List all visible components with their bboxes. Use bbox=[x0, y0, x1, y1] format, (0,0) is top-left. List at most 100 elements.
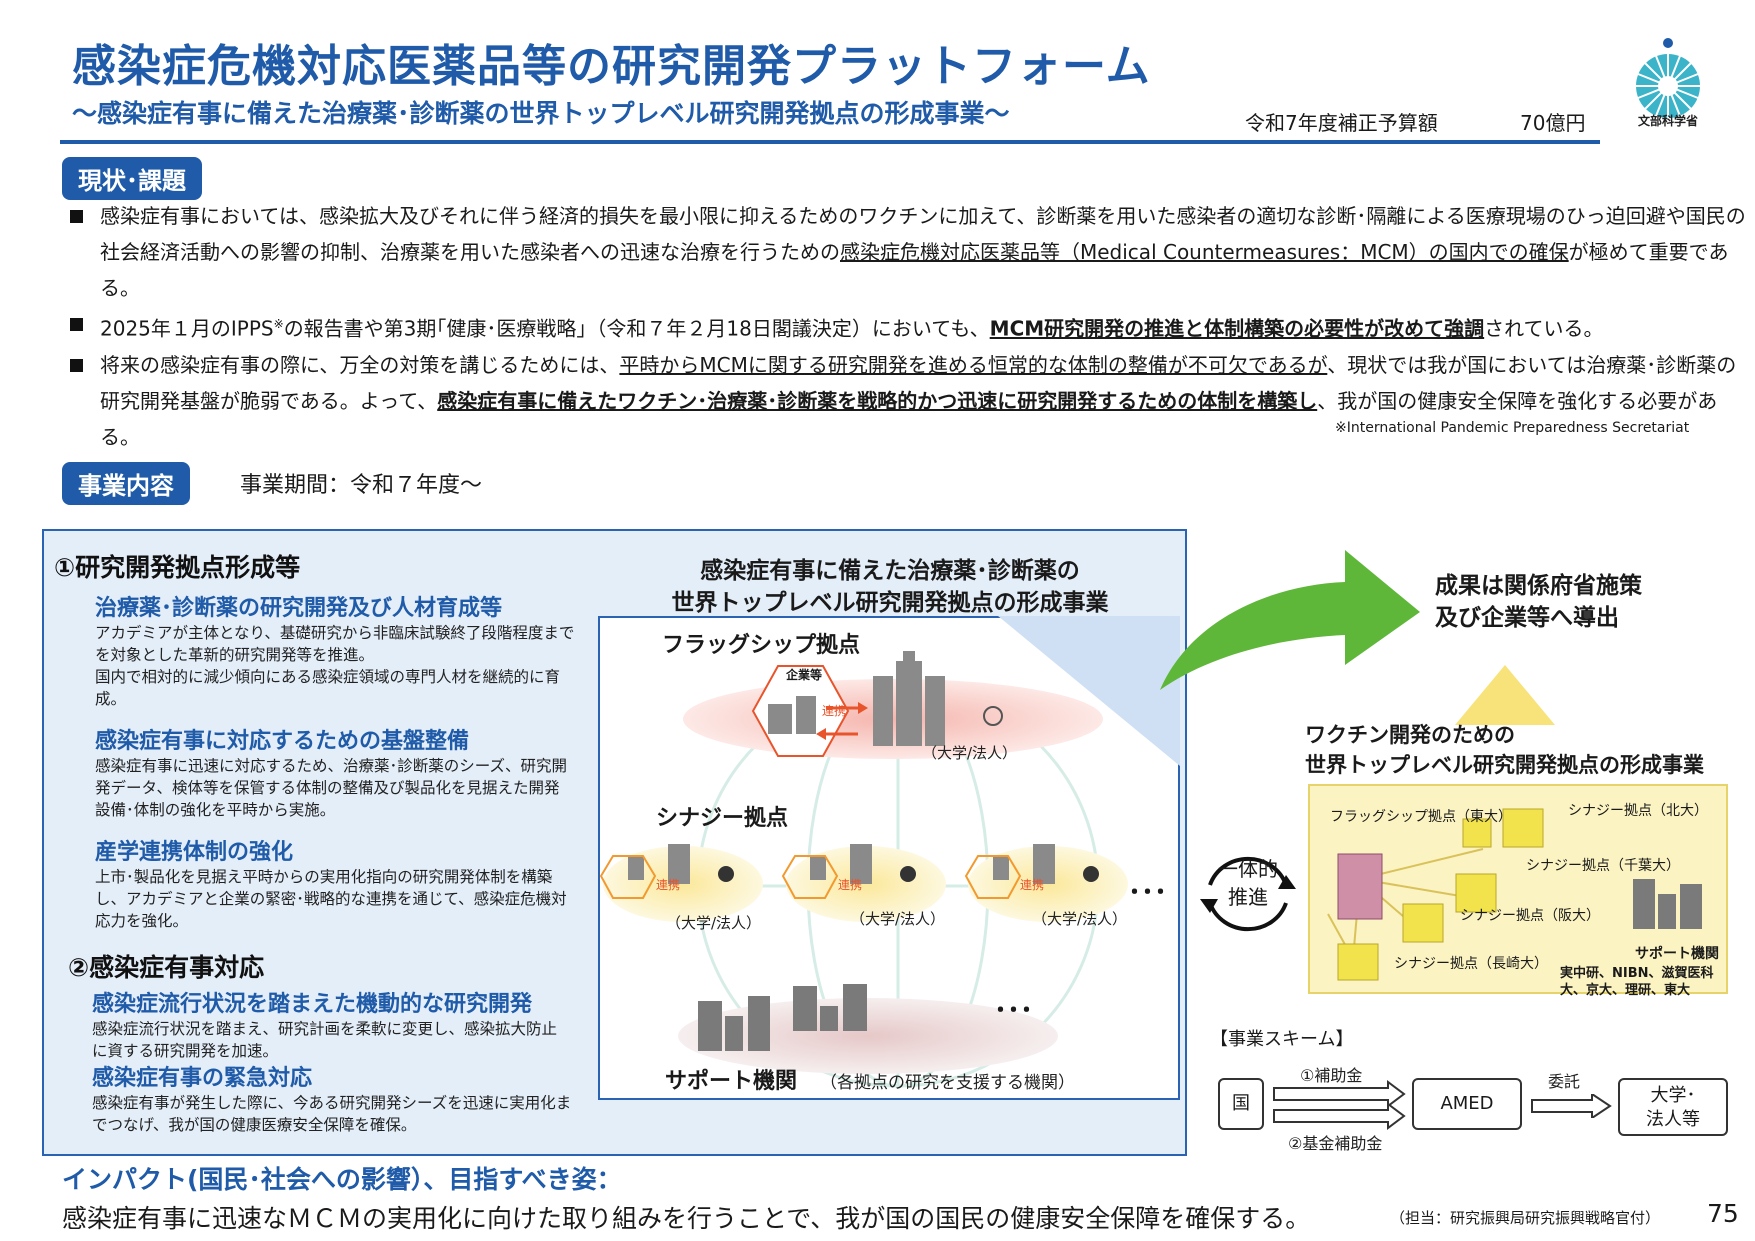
status-bullet-1: 感染症有事においては、感染拡大及びそれに伴う経済的損失を最小限に抑えるためのワク… bbox=[70, 198, 1750, 306]
flagship-univ-caption: （大学/法人） bbox=[922, 744, 1018, 762]
text: 、我が国の健康安全保障を強化する必要がある。 bbox=[100, 388, 1718, 449]
budget-value: 70億円 bbox=[1520, 111, 1586, 135]
vaccine-synergy-hokkaido: シナジー拠点（北大） bbox=[1568, 803, 1708, 819]
synergy-building-icons bbox=[628, 844, 1055, 884]
scheme-title: 【事業スキーム】 bbox=[1210, 1029, 1354, 1050]
emphasis-text: MCM研究開発の推進と体制構築の必要性が改めて強調 bbox=[989, 316, 1485, 341]
status-bullet-3: 将来の感染症有事の際に、万全の対策を講じるためには、平時からMCMに関する研究開… bbox=[70, 347, 1750, 455]
pyramid-icon bbox=[1455, 665, 1555, 725]
title-divider bbox=[60, 140, 1600, 144]
support-building-icons bbox=[698, 984, 867, 1051]
center-title-line-1: 感染症有事に備えた治療薬･診断薬の bbox=[700, 558, 1080, 584]
emphasis-text: 感染症有事に備えたワクチン･治療薬･診断薬を戦略的かつ迅速に研究開発するための体… bbox=[437, 388, 1318, 413]
center-diagram-graphic bbox=[599, 616, 1180, 1088]
contact-note: （担当：研究振興局研究振興戦略官付） bbox=[1390, 1209, 1661, 1227]
section-2-heading: ②感染症有事対応 bbox=[68, 953, 265, 982]
synergy-ellipsis: ･･･ bbox=[1128, 878, 1168, 908]
scheme-grant-1: ①補助金 bbox=[1300, 1066, 1363, 1085]
status-bullets: 感染症有事においては、感染拡大及びそれに伴う経済的損失を最小限に抑えるためのワク… bbox=[70, 198, 1750, 455]
vaccine-title: ワクチン開発のための 世界トップレベル研究開発拠点の形成事業 bbox=[1305, 720, 1704, 780]
business-period: 事業期間：令和７年度～ bbox=[240, 473, 483, 498]
item-2-text: 感染症有事に迅速に対応するため、治療薬･診断薬のシーズ、研究開発データ、検体等を… bbox=[95, 757, 567, 819]
text: が極めて重要である。 bbox=[100, 240, 1729, 300]
scheme-entrust: 委託 bbox=[1548, 1072, 1581, 1091]
center-title: 感染症有事に備えた治療薬･診断薬の 世界トップレベル研究開発拠点の形成事業 bbox=[630, 555, 1150, 619]
item-1-heading: 治療薬･診断薬の研究開発及び人材育成等 bbox=[95, 596, 503, 621]
integrated-line-2: 推進 bbox=[1228, 885, 1268, 909]
impact-heading: インパクト(国民･社会への影響）、目指すべき姿： bbox=[62, 1165, 622, 1194]
scheme-recipient-line-2: 法人等 bbox=[1646, 1109, 1700, 1130]
underlined-text: 感染症危機対応医薬品等（Medical Countermeasures：MCM）… bbox=[840, 240, 1569, 264]
scheme-grant-arrows-icon bbox=[1273, 1080, 1406, 1130]
underlined-text: 平時からMCMに関する研究開発を進める恒常的な体制の整備が不可欠であるが bbox=[619, 352, 1328, 377]
company-building-icon bbox=[768, 696, 816, 734]
scheme-recipient-box: 大学･ 法人等 bbox=[1618, 1078, 1728, 1136]
page-subtitle: ～感染症有事に備えた治療薬･診断薬の世界トップレベル研究開発拠点の形成事業～ bbox=[72, 99, 1010, 128]
synergy-researcher-icons bbox=[718, 866, 1099, 882]
synergy-label: シナジー拠点 bbox=[656, 806, 789, 831]
support-label: サポート機関 bbox=[665, 1069, 798, 1094]
text: 、現状では我が国においては治療薬･診断薬の研究開発基盤が脆弱である。よって、 bbox=[100, 352, 1737, 413]
item-1-text-b: 国内で相対的に減少傾向にある感染症領域の専門人材を継続的に育成。 bbox=[95, 668, 561, 708]
page-title: 感染症危機対応医薬品等の研究開発プラットフォーム bbox=[72, 41, 1151, 92]
export-arrow-icon bbox=[1160, 550, 1420, 690]
synergy-link-label-3: 連携 bbox=[1020, 878, 1045, 892]
item-5-heading: 感染症有事の緊急対応 bbox=[92, 1066, 313, 1091]
ministry-name: 文部科学省 bbox=[1637, 114, 1698, 128]
vaccine-support-list-1: 実中研、NIBN、滋賀医科 bbox=[1560, 966, 1714, 981]
company-label: 企業等 bbox=[786, 668, 823, 682]
item-4-heading: 感染症流行状況を踏まえた機動的な研究開発 bbox=[92, 992, 533, 1017]
scheme-grant-2: ②基金補助金 bbox=[1288, 1134, 1383, 1153]
item-5-text: 感染症有事が発生した際に、今ある研究開発シーズを迅速に実用化までつなげ、我が国の… bbox=[92, 1094, 572, 1134]
link-label: 連携 bbox=[822, 704, 847, 718]
result-line-1: 成果は関係府省施策 bbox=[1435, 573, 1642, 599]
item-2-heading: 感染症有事に対応するための基盤整備 bbox=[95, 729, 470, 754]
vaccine-support-label: サポート機関 bbox=[1635, 946, 1719, 962]
text: 将来の感染症有事の際に、万全の対策を講じるためには、 bbox=[100, 352, 620, 377]
item-3-text: 上市･製品化を見据え平時からの実用化指向の研究開発体制を構築し、アカデミアと企業… bbox=[95, 868, 567, 930]
scheme-amed-box: AMED bbox=[1412, 1078, 1522, 1130]
page-number: 75 bbox=[1707, 1199, 1739, 1228]
vaccine-synergy-icons bbox=[1337, 808, 1544, 981]
right-graphics bbox=[1160, 550, 1555, 725]
synergy-link-label-2: 連携 bbox=[838, 878, 863, 892]
synergy-univ-caption-1: （大学/法人） bbox=[666, 914, 762, 932]
vaccine-title-line-2: 世界トップレベル研究開発拠点の形成事業 bbox=[1305, 753, 1704, 777]
status-heading: 現状･課題 bbox=[62, 157, 202, 200]
scheme-country-box: 国 bbox=[1218, 1078, 1264, 1130]
item-3-heading: 産学連携体制の強化 bbox=[95, 840, 294, 865]
researcher-icon bbox=[983, 706, 1003, 726]
support-ellipse bbox=[678, 998, 1058, 1074]
synergy-univ-caption-3: （大学/法人） bbox=[1032, 910, 1128, 928]
flagship-university-icon bbox=[873, 651, 945, 746]
corner-accent bbox=[998, 616, 1180, 766]
status-bullet-2: 2025年１月のIPPS※の報告書や第3期｢健康･医療戦略｣（令和７年２月18日… bbox=[70, 306, 1750, 347]
support-note: （各拠点の研究を支援する機関） bbox=[820, 1073, 1075, 1093]
footnote: ※International Pandemic Preparedness Sec… bbox=[1335, 420, 1690, 436]
impact-text: 感染症有事に迅速なＭＣＭの実用化に向けた取り組みを行うことで、我が国の国民の健康… bbox=[62, 1204, 1311, 1233]
text: 2025年１月のIPPS bbox=[100, 316, 274, 341]
vaccine-flagship-label: フラッグシップ拠点（東大） bbox=[1330, 809, 1512, 825]
text: の報告書や第3期｢健康･医療戦略｣（令和７年２月18日閣議決定）においても、 bbox=[283, 316, 990, 341]
vaccine-support-list-2: 大、京大、理研、東大 bbox=[1560, 983, 1691, 998]
synergy-univ-caption-2: （大学/法人） bbox=[850, 910, 946, 928]
text: されている。 bbox=[1484, 316, 1604, 341]
footnote-mark: ※ bbox=[273, 317, 284, 331]
synergy-link-label-1: 連携 bbox=[656, 878, 681, 892]
result-line-2: 及び企業等へ導出 bbox=[1435, 605, 1619, 631]
item-1-text-a: アカデミアが主体となり、基礎研究から非臨床試験終了段階程度までを対象とした革新的… bbox=[95, 624, 575, 664]
budget-label: 令和7年度補正予算額 bbox=[1245, 111, 1438, 135]
ministry-logo-icon bbox=[1636, 38, 1700, 118]
center-title-line-2: 世界トップレベル研究開発拠点の形成事業 bbox=[671, 590, 1109, 616]
flagship-label: フラッグシップ拠点 bbox=[662, 633, 861, 658]
scheme-recipient-line-1: 大学･ bbox=[1650, 1085, 1696, 1106]
synergy-hexagons bbox=[599, 855, 1022, 899]
vaccine-synergy-osaka: シナジー拠点（阪大） bbox=[1460, 908, 1600, 924]
arrow-head bbox=[858, 702, 868, 714]
vaccine-support-icons bbox=[1633, 879, 1702, 929]
vaccine-title-line-1: ワクチン開発のための bbox=[1305, 723, 1515, 747]
vaccine-synergy-nagasaki: シナジー拠点（長崎大） bbox=[1394, 956, 1548, 972]
section-1-heading: ①研究開発拠点形成等 bbox=[54, 553, 301, 582]
integrated-line-1: 一体的 bbox=[1218, 857, 1278, 881]
support-ellipsis: ･･･ bbox=[994, 996, 1034, 1026]
